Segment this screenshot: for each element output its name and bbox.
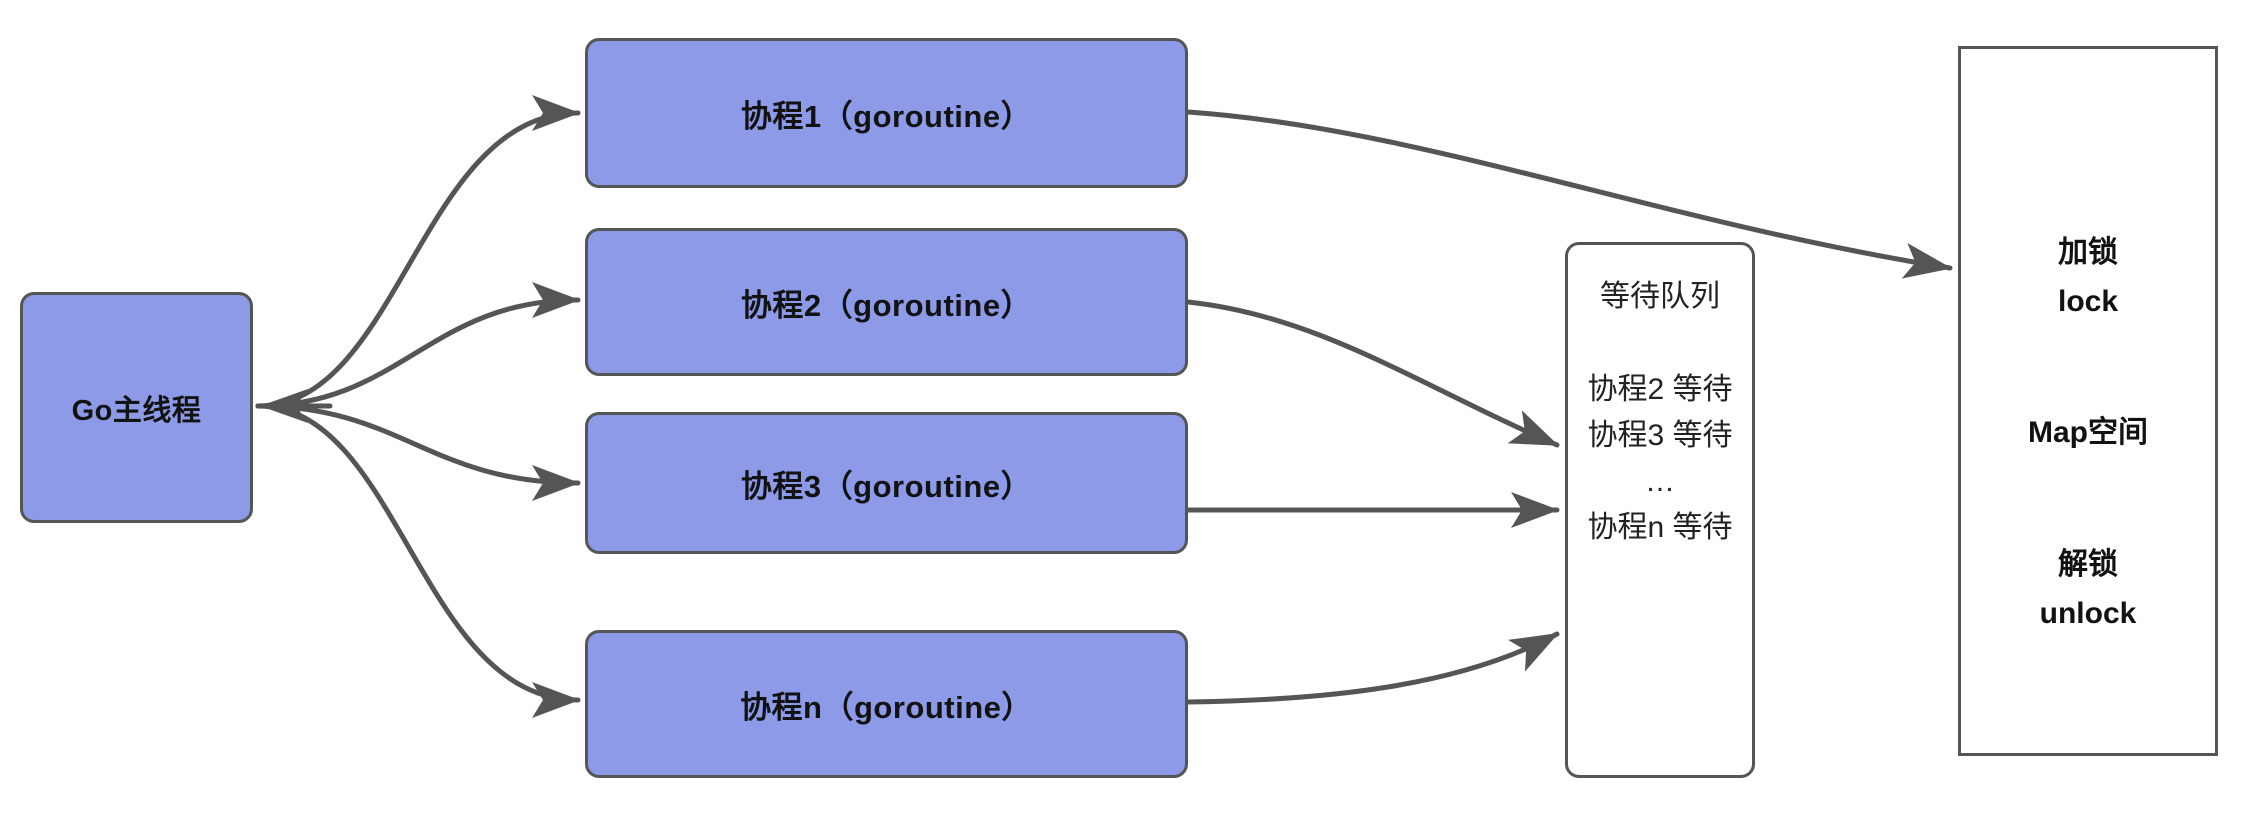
edge-main-to-goroutine-3 (255, 403, 581, 501)
goroutine-1-label: 协程1（goroutine） (740, 98, 1033, 134)
map-space-unlock-cn-label: 解锁 (2058, 548, 2118, 581)
edge-main-to-goroutine-2 (255, 282, 581, 409)
edge-main-to-goroutine-n (255, 403, 581, 718)
node-waiting-queue[interactable]: 等待队列 协程2 等待 协程3 等待 … 协程n 等待 (1565, 242, 1755, 778)
map-space-lock-cn-label: 加锁 (2058, 236, 2118, 269)
map-space-title-label: Map空间 (2028, 416, 2148, 449)
waiting-queue-item: … (1645, 465, 1675, 498)
node-main-thread[interactable]: Go主线程 (20, 292, 253, 523)
waiting-queue-item: 协程2 等待 (1587, 373, 1733, 406)
goroutine-3-label: 协程3（goroutine） (740, 468, 1033, 504)
node-goroutine-3[interactable]: 协程3（goroutine） (585, 412, 1188, 554)
node-map-space[interactable]: 加锁 lock Map空间 解锁 unlock (1958, 46, 2218, 756)
goroutine-2-label: 协程2（goroutine） (740, 287, 1033, 323)
node-goroutine-1[interactable]: 协程1（goroutine） (585, 38, 1188, 188)
waiting-queue-item: 协程3 等待 (1587, 419, 1733, 452)
edge-goroutine-n-to-queue (1185, 631, 1560, 705)
waiting-queue-items: 协程2 等待 协程3 等待 … 协程n 等待 (1568, 367, 1752, 551)
map-space-unlock-en-label: unlock (2039, 597, 2137, 630)
map-space-lock-en-label: lock (2057, 285, 2119, 318)
main-thread-label: Go主线程 (71, 394, 202, 427)
edge-goroutine-2-to-queue (1185, 299, 1560, 448)
waiting-queue-title: 等待队列 (1600, 280, 1720, 313)
edge-main-to-goroutine-1 (255, 95, 581, 409)
node-goroutine-2[interactable]: 协程2（goroutine） (585, 228, 1188, 376)
goroutine-n-label: 协程n（goroutine） (740, 689, 1033, 725)
waiting-queue-item: 协程n 等待 (1587, 511, 1733, 544)
node-goroutine-n[interactable]: 协程n（goroutine） (585, 630, 1188, 778)
